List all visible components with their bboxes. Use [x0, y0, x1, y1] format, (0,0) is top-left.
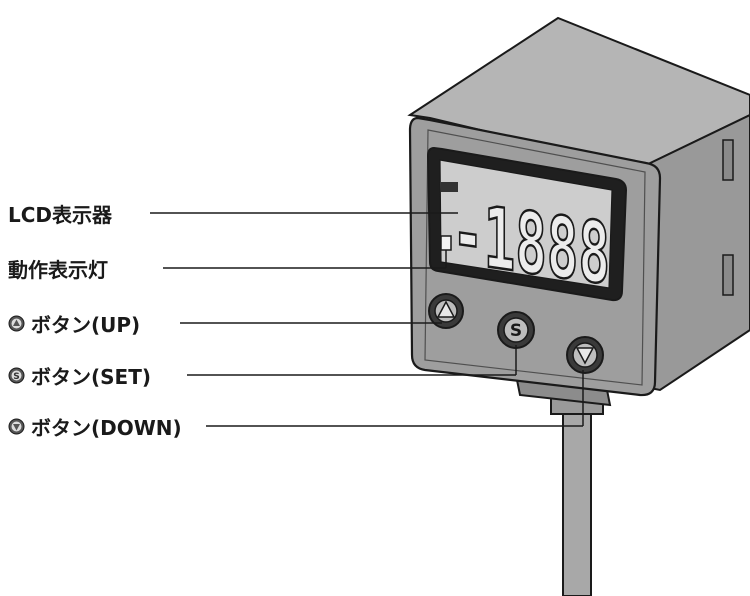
s-circle-icon: S — [8, 367, 25, 384]
set-button[interactable]: S — [497, 311, 535, 349]
indicator-bar — [441, 182, 458, 192]
down-triangle-circle-icon — [8, 418, 25, 435]
label-down-button: ボタン(DOWN) — [8, 412, 182, 440]
down-button[interactable] — [566, 336, 604, 374]
leader-lines — [150, 212, 584, 427]
svg-text:S: S — [510, 321, 522, 341]
label-up-button: ボタン(UP) — [8, 309, 140, 337]
label-lcd-display: LCD表示器 — [8, 202, 113, 227]
label-indicator-lamp: 動作表示灯 — [8, 257, 108, 282]
housing-top — [407, 16, 750, 170]
up-button[interactable] — [428, 293, 464, 329]
up-triangle-circle-icon — [8, 315, 25, 332]
indicator-lamp — [440, 235, 452, 251]
cable — [550, 387, 604, 596]
svg-text:S: S — [13, 372, 19, 382]
lcd-digits: -1888 — [452, 184, 610, 304]
label-set-button: S ボタン(SET) — [8, 361, 151, 389]
